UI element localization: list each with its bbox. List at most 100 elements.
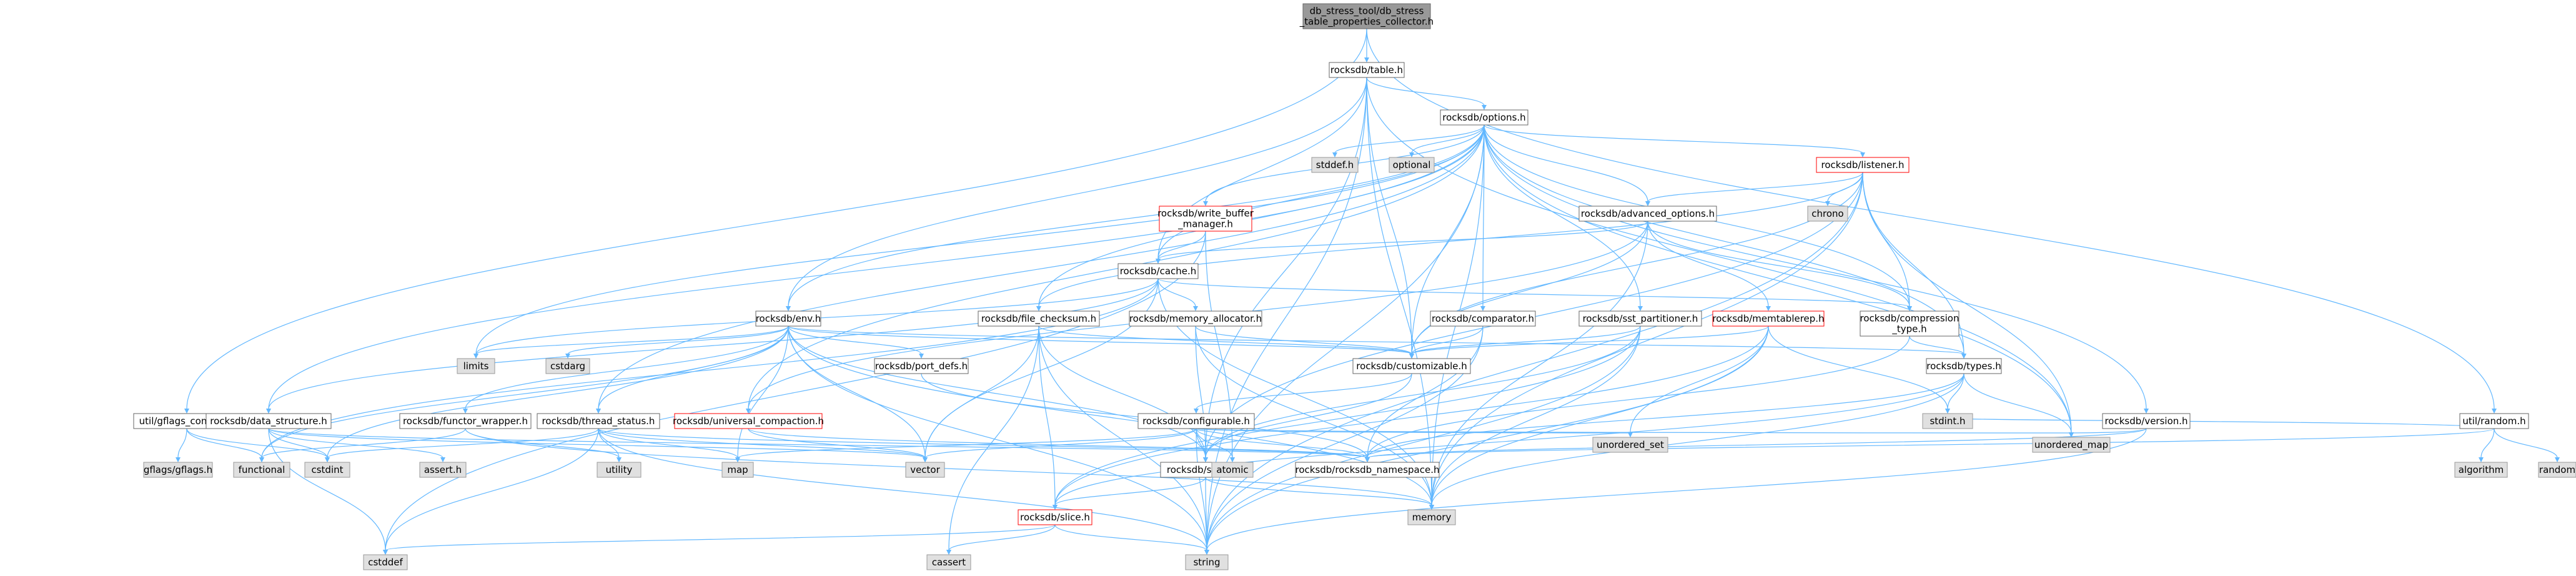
node-box <box>674 413 823 429</box>
node-unordered-map: unordered_map <box>2032 437 2111 453</box>
arrowhead-customizable-to-configurable <box>1194 409 1199 414</box>
node-box <box>206 413 332 429</box>
edge-memtablerep-to-slice <box>1054 325 1769 506</box>
node-thread-status[interactable]: rocksdb/thread_status.h <box>537 413 660 429</box>
arrowhead-env-to-cstdarg <box>565 354 570 359</box>
node-configurable[interactable]: rocksdb/configurable.h <box>1137 413 1255 429</box>
edge-configurable-to-map <box>737 428 1197 459</box>
node-label: vector <box>910 464 940 475</box>
node-box <box>1018 509 1092 525</box>
node-rocksdb-namespace[interactable]: rocksdb/rocksdb_namespace.h <box>1295 462 1440 478</box>
node-options[interactable]: rocksdb/options.h <box>1440 109 1528 126</box>
node-cstddef: cstddef <box>363 554 408 570</box>
node-slice[interactable]: rocksdb/slice.h <box>1018 509 1092 525</box>
node-universal-compaction[interactable]: rocksdb/universal_compaction.h <box>673 413 824 429</box>
arrowhead-configurable-to-atomic <box>1230 457 1235 462</box>
node-customizable[interactable]: rocksdb/customizable.h <box>1352 358 1471 374</box>
edge-table-to-memory <box>1366 77 1432 506</box>
node-cache[interactable]: rocksdb/cache.h <box>1117 263 1199 279</box>
node-label: rocksdb/file_checksum.h <box>981 313 1096 325</box>
arrowhead-listener-to-advanced_options <box>1645 201 1650 206</box>
node-box <box>874 358 969 374</box>
arrowhead-cache-to-compression_type <box>1907 306 1912 311</box>
arrowhead-table-to-options <box>1482 105 1487 110</box>
edge-sst_partitioner-to-memory <box>1431 325 1641 506</box>
node-functional: functional <box>233 462 290 478</box>
node-sst-partitioner[interactable]: rocksdb/sst_partitioner.h <box>1578 310 1702 327</box>
node-box <box>1440 109 1528 126</box>
edge-advanced_options-to-memory <box>1431 221 1648 506</box>
node-advanced-options[interactable]: rocksdb/advanced_options.h <box>1578 206 1717 222</box>
node-label: gflags/gflags.h <box>144 464 212 475</box>
node-file-checksum[interactable]: rocksdb/file_checksum.h <box>978 310 1100 327</box>
edge-comparator-to-customizable <box>1411 325 1484 355</box>
node-memtablerep[interactable]: rocksdb/memtablerep.h <box>1712 310 1825 327</box>
node-box <box>1407 509 1456 525</box>
node-env[interactable]: rocksdb/env.h <box>755 310 821 327</box>
node-write-buffer-manager[interactable]: rocksdb/write_buffer_manager.h <box>1157 206 1254 232</box>
edge-options-to-cache <box>1157 124 1485 260</box>
node-box <box>1302 3 1431 29</box>
node-functor-wrapper[interactable]: rocksdb/functor_wrapper.h <box>399 413 532 429</box>
edge-sst_partitioner-to-string <box>1206 325 1641 551</box>
node-label: utility <box>606 464 633 475</box>
edge-table-to-options <box>1366 77 1485 106</box>
edge-thread_status-to-cstddef <box>385 428 599 551</box>
edge-random_h-to-stdint_h <box>1947 417 2495 429</box>
node-port-defs[interactable]: rocksdb/port_defs.h <box>874 358 969 374</box>
node-version-h[interactable]: rocksdb/version.h <box>2102 413 2191 429</box>
edge-universal_compaction-to-vector <box>748 428 926 459</box>
arrowhead-root-to-table <box>1364 57 1369 62</box>
node-label: limits <box>463 360 489 372</box>
edge-cache-to-memory_allocator <box>1157 278 1196 307</box>
node-box <box>1926 358 2002 374</box>
edge-customizable-to-status <box>1205 373 1412 459</box>
node-data-structure[interactable]: rocksdb/data_structure.h <box>206 413 332 429</box>
edge-file_checksum-to-string <box>1038 325 1207 551</box>
node-label: cstdarg <box>550 360 585 372</box>
node-comparator[interactable]: rocksdb/comparator.h <box>1430 310 1536 327</box>
edge-options-to-stddef_h <box>1334 124 1485 154</box>
arrowhead-options-to-sst_partitioner <box>1638 306 1643 311</box>
node-label: rocksdb/memtablerep.h <box>1712 313 1824 324</box>
edge-table-to-env <box>788 77 1367 307</box>
arrowhead-status-to-slice <box>1053 505 1058 510</box>
node-memory-allocator[interactable]: rocksdb/memory_allocator.h <box>1129 310 1262 327</box>
node-label: rocksdb/cache.h <box>1120 266 1197 277</box>
edge-env-to-cstdint <box>327 325 789 459</box>
node-listener[interactable]: rocksdb/listener.h <box>1816 157 1910 173</box>
node-stdint-h: stdint.h <box>1922 413 1973 429</box>
node-label: rocksdb/env.h <box>756 313 821 324</box>
edge-options-to-env <box>788 124 1485 307</box>
node-label: cassert <box>932 557 966 568</box>
edge-sst_partitioner-to-slice <box>1054 325 1641 506</box>
edge-listener-to-memory <box>1431 172 1863 506</box>
edge-options-to-file_checksum <box>1038 124 1485 307</box>
node-algorithm: algorithm <box>2454 462 2508 478</box>
node-box <box>2459 413 2529 429</box>
edge-options-to-advanced_options <box>1484 124 1648 202</box>
node-label: unordered_map <box>2034 439 2108 451</box>
node-label: rocksdb/configurable.h <box>1142 415 1250 427</box>
edge-cache-to-data_structure <box>268 278 1159 410</box>
node-table[interactable]: rocksdb/table.h <box>1329 62 1405 78</box>
node-box <box>399 413 532 429</box>
node-compression-type[interactable]: rocksdb/compression_type.h <box>1860 310 1959 337</box>
arrowhead-random_h-to-algorithm <box>2479 457 2484 462</box>
node-types[interactable]: rocksdb/types.h <box>1926 358 2002 374</box>
node-optional: optional <box>1389 157 1435 173</box>
node-box <box>1922 413 1973 429</box>
arrowhead-slice-to-cstddef <box>383 550 388 555</box>
edge-data_structure-to-cstddef <box>268 428 386 551</box>
node-random-h[interactable]: util/random.h <box>2459 413 2529 429</box>
node-unordered-set: unordered_set <box>1592 437 1668 453</box>
edge-memtablerep-to-unordered_set <box>1630 325 1769 434</box>
edge-types-to-stdint_h <box>1947 373 1964 410</box>
edge-memtablerep-to-string <box>1206 325 1769 551</box>
node-box <box>1311 157 1359 173</box>
node-root[interactable]: db_stress_tool/db_stress_table_propertie… <box>1299 3 1434 29</box>
node-label: db_stress_tool/db_stress <box>1310 6 1424 17</box>
edge-thread_status-to-string <box>598 428 1207 551</box>
arrowhead-advanced_options-to-memtablerep <box>1766 306 1771 311</box>
node-box <box>419 462 467 478</box>
